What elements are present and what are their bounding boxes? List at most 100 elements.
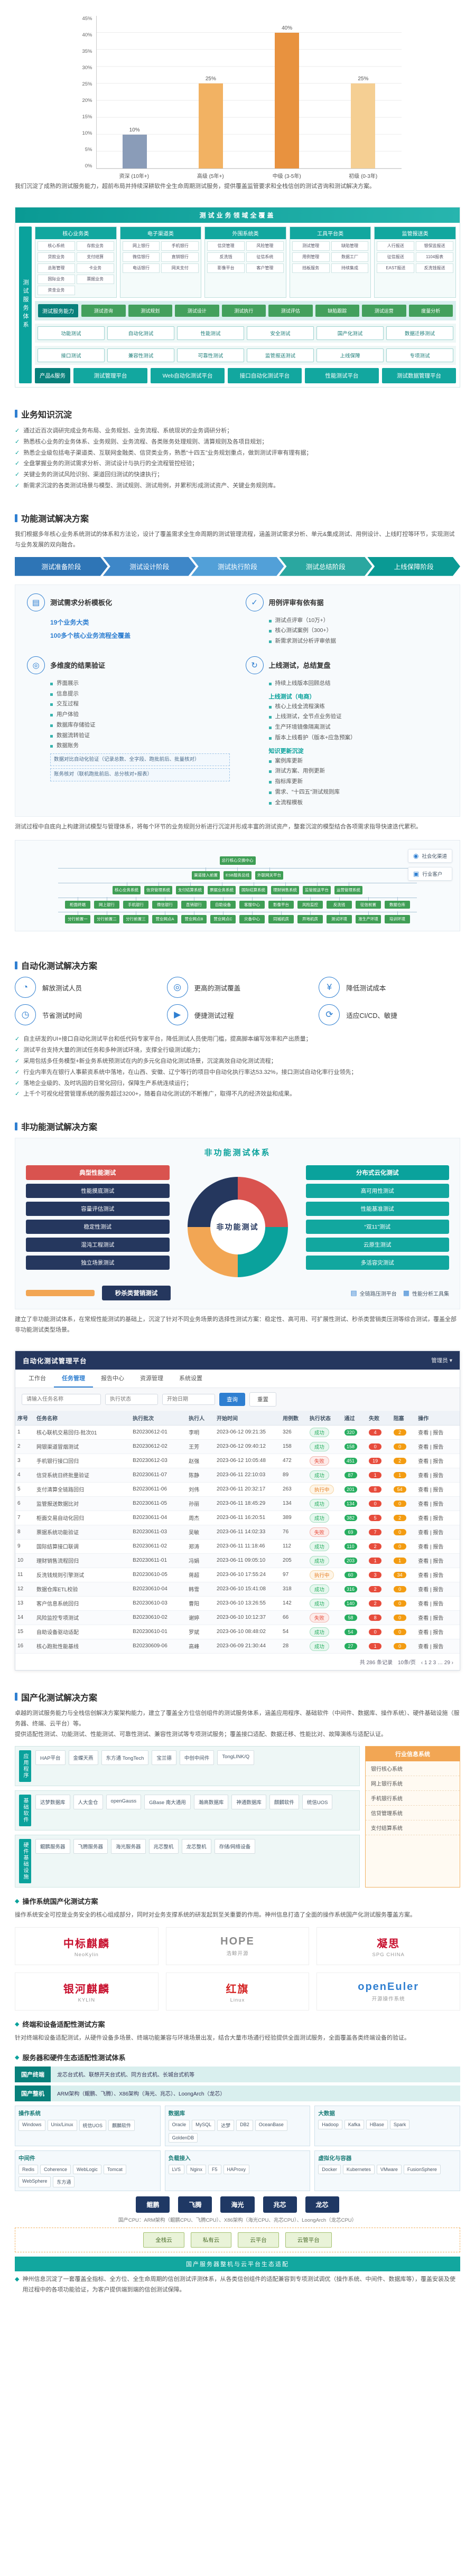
- vendor-chip: 麒麟软件: [269, 1795, 299, 1810]
- cell-cases: 142: [281, 1596, 308, 1611]
- row-actions[interactable]: 查看 | 报告: [416, 1625, 460, 1639]
- software-groups: 操作系统 Windows Unix/Linux 统信UOS 麒麟软件: [15, 2105, 460, 2191]
- table-row[interactable]: 4 信贷系统日终批量验证 B20230611-07 陈静 2023-06-11 …: [15, 1468, 460, 1483]
- architecture-group: 电子渠道类 网上银行 手机银行 微信银行 直销银行: [119, 226, 202, 298]
- cell-owner: 蒋超: [187, 1568, 215, 1582]
- row-actions[interactable]: 查看 | 报告: [416, 1511, 460, 1525]
- cell-seq: 7: [15, 1511, 34, 1525]
- task-name-link[interactable]: 数据仓库ETL校验: [34, 1582, 131, 1597]
- table-row[interactable]: 2 网银渠道冒烟测试 B20230612-02 王芳 2023-06-12 09…: [15, 1439, 460, 1454]
- topology-node: 微信银行: [152, 897, 178, 909]
- row-actions[interactable]: 查看 | 报告: [416, 1496, 460, 1511]
- test-type-box: “双11”测试: [305, 1220, 449, 1234]
- feature-item: 核心测试案例（300+）: [268, 626, 449, 636]
- table-row[interactable]: 5 支付清算全链路回归 B20230611-06 刘伟 2023-06-11 2…: [15, 1482, 460, 1497]
- task-name-link[interactable]: 核心跑批性能基线: [34, 1639, 131, 1654]
- experience-chart: 45%40%35%30%25%20%15%10%5%0% 10%25%40%25…: [74, 16, 402, 180]
- pagination[interactable]: 共 286 条记录 10条/页 ‹ 1 2 3 … 29 ›: [359, 1659, 453, 1666]
- platform-tab[interactable]: 工作台: [29, 1375, 46, 1382]
- architecture-group: 监管报送类 人行报送 银保监报送 征信报送 1104报表: [374, 226, 456, 298]
- row-actions[interactable]: 查看 | 报告: [416, 1553, 460, 1568]
- feature-item: 上线测试（电商）: [268, 693, 315, 700]
- table-row[interactable]: 12 数据仓库ETL校验 B20230610-04 韩雪 2023-06-10 …: [15, 1582, 460, 1597]
- search-button[interactable]: 查询: [219, 1392, 245, 1406]
- automation-feature-icon: ◔: [15, 977, 36, 998]
- task-name-link[interactable]: 网银渠道冒烟测试: [34, 1439, 131, 1454]
- topology-node: 分行前置一: [65, 911, 90, 924]
- table-row[interactable]: 16 核心跑批性能基线 B20230609-06 高峰 2023-06-09 2…: [15, 1639, 460, 1654]
- row-actions[interactable]: 查看 | 报告: [416, 1610, 460, 1625]
- feature-item: 界面展示: [50, 678, 230, 689]
- software-chip: Kubernetes: [342, 2164, 375, 2174]
- task-name-link[interactable]: 理财销售流程回归: [34, 1553, 131, 1568]
- platform-tab[interactable]: 报告中心: [101, 1375, 124, 1382]
- table-row[interactable]: 9 国际结算接口联调 B20230611-02 郑涛 2023-06-11 11…: [15, 1539, 460, 1554]
- row-actions[interactable]: 查看 | 报告: [416, 1525, 460, 1540]
- topology-node: ESB服务总线: [223, 867, 252, 880]
- platform-tab[interactable]: 任务管理: [54, 1370, 93, 1388]
- task-name-link[interactable]: 反洗钱规则引擎测试: [34, 1568, 131, 1582]
- row-actions[interactable]: 查看 | 报告: [416, 1468, 460, 1483]
- task-table: 序号 任务名称 执行批次 执行人 开始时间 用例数 执行状态 通过 失败: [15, 1410, 460, 1654]
- task-name-link[interactable]: 自助设备驱动适配: [34, 1625, 131, 1639]
- table-row[interactable]: 8 票据系统功能验证 B20230611-03 吴敏 2023-06-11 14…: [15, 1525, 460, 1540]
- cell-seq: 14: [15, 1610, 34, 1625]
- user-menu[interactable]: 管理员 ▾: [431, 1357, 452, 1364]
- table-row[interactable]: 10 理财销售流程回归 B20230611-01 冯娟 2023-06-11 0…: [15, 1553, 460, 1568]
- platform-tab[interactable]: 系统设置: [179, 1375, 202, 1382]
- capability-chip: 缺陷跟踪: [315, 304, 359, 317]
- table-row[interactable]: 7 柜面交易自动化回归 B20230611-04 周杰 2023-06-11 1…: [15, 1511, 460, 1525]
- row-actions[interactable]: 查看 | 报告: [416, 1596, 460, 1611]
- diamond-icon: ◆: [15, 1898, 20, 1905]
- task-name-link[interactable]: 信贷系统日终批量验证: [34, 1468, 131, 1483]
- row-actions[interactable]: 查看 | 报告: [416, 1568, 460, 1582]
- task-name-link[interactable]: 监管报送数据比对: [34, 1496, 131, 1511]
- architecture-group-title: 电子渠道类: [120, 227, 201, 239]
- fail-badge: 8: [369, 1486, 382, 1493]
- row-actions[interactable]: 查看 | 报告: [416, 1454, 460, 1468]
- platform-tab[interactable]: 资源管理: [140, 1375, 163, 1382]
- row-actions[interactable]: 查看 | 报告: [416, 1539, 460, 1554]
- start-date-input[interactable]: [162, 1393, 215, 1405]
- test-type-box: 独立场景测试: [26, 1256, 170, 1270]
- task-name-link[interactable]: 客户信息系统回归: [34, 1596, 131, 1611]
- pass-badge: 69: [344, 1528, 357, 1535]
- row-actions[interactable]: 查看 | 报告: [416, 1482, 460, 1497]
- task-name-link[interactable]: 手机银行接口回归: [34, 1454, 131, 1468]
- vendor-chip: 东方通 TongTech: [101, 1750, 149, 1766]
- table-row[interactable]: 1 核心联机交易回归-批次01 B20230612-01 李明 2023-06-…: [15, 1425, 460, 1440]
- task-name-link[interactable]: 支付清算全链路回归: [34, 1482, 131, 1497]
- bullet-text: 行业内率先在银行人事薪资系统中落地，在山西、安徽、辽宁等行的项目中自动化执行率达…: [23, 1069, 357, 1075]
- task-name-link[interactable]: 核心联机交易回归-批次01: [34, 1425, 131, 1440]
- status-badge: 失败: [309, 1456, 329, 1466]
- functional-title-row: 功能测试解决方案: [15, 512, 460, 524]
- task-name-link[interactable]: 柜面交易自动化回归: [34, 1511, 131, 1525]
- cloud-box: 全栈云: [143, 2232, 184, 2248]
- bullet-text: 新需求沉淀的各类测试场景与模型、测试规则、测试用例，并累积形成测试资产、关键业务…: [23, 483, 280, 489]
- bullet-text: 全盘掌握业务的测试需求分析、测试设计与执行的全流程管控经验；: [23, 460, 198, 467]
- cell-fail: 0: [367, 1496, 392, 1511]
- table-row[interactable]: 13 客户信息系统回归 B20230610-03 曹阳 2023-06-10 1…: [15, 1596, 460, 1611]
- table-row[interactable]: 11 反洗钱规则引擎测试 B20230610-05 蒋超 2023-06-10 …: [15, 1568, 460, 1582]
- fail-badge: 19: [369, 1457, 382, 1464]
- row-actions[interactable]: 查看 | 报告: [416, 1439, 460, 1454]
- row-actions[interactable]: 查看 | 报告: [416, 1582, 460, 1597]
- cell-status: 成功: [307, 1582, 342, 1597]
- table-row[interactable]: 14 风险监控专项测试 B20230610-02 谢婷 2023-06-10 1…: [15, 1610, 460, 1625]
- automation-feature: ▶ 便捷测试过程: [166, 1004, 309, 1026]
- table-row[interactable]: 6 监管报送数据比对 B20230611-05 孙丽 2023-06-11 18…: [15, 1496, 460, 1511]
- os-logo-subtext: 浩鲸开源: [226, 1951, 249, 1957]
- task-name-link[interactable]: 国际结算接口联调: [34, 1539, 131, 1554]
- task-name-input[interactable]: [22, 1393, 101, 1405]
- task-name-link[interactable]: 风险监控专项测试: [34, 1610, 131, 1625]
- cell-fail: 4: [367, 1425, 392, 1440]
- table-row[interactable]: 15 自助设备驱动适配 B20230610-01 罗斌 2023-06-10 0…: [15, 1625, 460, 1639]
- test-type-box: 性能摸底测试: [26, 1184, 170, 1199]
- task-name-link[interactable]: 票据系统功能验证: [34, 1525, 131, 1540]
- reset-button[interactable]: 重置: [249, 1392, 276, 1407]
- status-select[interactable]: [105, 1393, 158, 1405]
- table-row[interactable]: 3 手机银行接口回归 B20230612-03 赵强 2023-06-12 10…: [15, 1454, 460, 1468]
- row-actions[interactable]: 查看 | 报告: [416, 1639, 460, 1654]
- cell-seq: 8: [15, 1525, 34, 1540]
- row-actions[interactable]: 查看 | 报告: [416, 1425, 460, 1440]
